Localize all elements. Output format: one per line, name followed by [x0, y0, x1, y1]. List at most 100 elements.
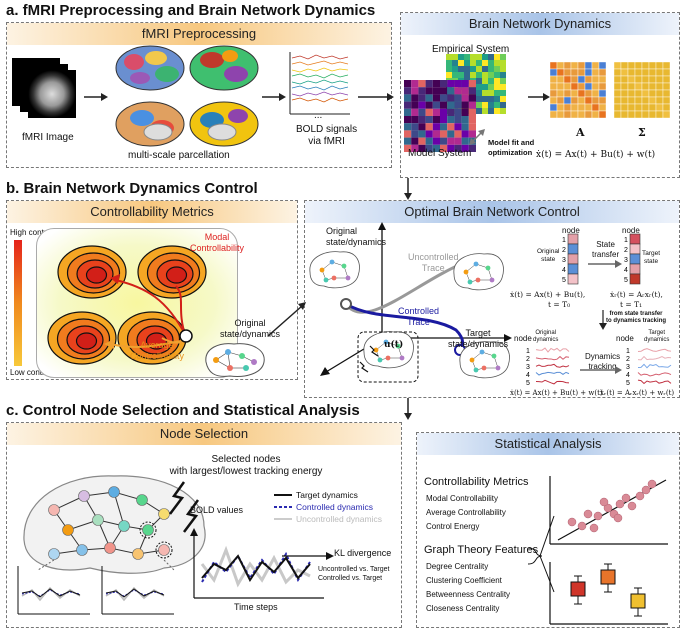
- A-matrix-cell: [563, 68, 572, 77]
- node-number: 4: [562, 267, 566, 274]
- matrix-cell: [447, 80, 455, 88]
- network-node: [48, 504, 60, 516]
- matrix-cell: [488, 108, 494, 114]
- matrix-cell: [476, 72, 482, 78]
- arrowhead: [104, 339, 114, 349]
- sigma-matrix-cell: [655, 103, 664, 112]
- bold-signals-label: BOLD signals via fMRI: [296, 124, 358, 147]
- sigma-matrix-cell: [613, 82, 622, 91]
- matrix-cell: [447, 101, 455, 109]
- from-to-label: from state transfer to dynamics tracking: [606, 311, 667, 324]
- uncontrolled-trace-label: Uncontrolled Trace: [408, 252, 459, 273]
- A-matrix-cell: [570, 96, 579, 105]
- network-node: [76, 544, 88, 556]
- matrix-cell: [454, 116, 462, 124]
- matrix-cell: [500, 84, 506, 90]
- bold-signals-plot: [289, 52, 350, 115]
- scatter-point: [613, 513, 623, 523]
- A-matrix-cell: [598, 75, 607, 84]
- sigma-matrix-cell: [634, 82, 643, 91]
- matrix-cell: [468, 87, 476, 95]
- matrix-cell: [454, 80, 462, 88]
- target-trace: [637, 363, 672, 369]
- matrix-cell: [411, 101, 419, 109]
- empirical-system-label: Empirical System: [432, 44, 510, 55]
- bold-trace-plot: [190, 528, 324, 599]
- matrix-cell: [425, 101, 433, 109]
- matrix-cell: [468, 80, 476, 88]
- sigma-matrix-cell: [634, 96, 643, 105]
- arrow-icon: [84, 93, 108, 101]
- matrix-cell: [440, 87, 448, 95]
- metric-item: Average Controllability: [426, 508, 506, 517]
- network-node: [142, 524, 154, 536]
- matrix-cell: [482, 78, 488, 84]
- scatter-point: [567, 517, 577, 527]
- matrix-cell: [432, 116, 440, 124]
- matrix-cell: [432, 123, 440, 131]
- sigma-matrix-cell: [613, 89, 622, 98]
- network-node: [489, 277, 495, 283]
- node-number: 4: [624, 267, 628, 274]
- sigma-matrix-cell: [620, 110, 629, 119]
- node-number: 3: [526, 364, 530, 371]
- matrix-cell: [454, 94, 462, 102]
- matrix-cell: [432, 94, 440, 102]
- matrix-cell: [482, 60, 488, 66]
- sigma-matrix-cell: [662, 96, 671, 105]
- A-matrix-cell: [584, 103, 593, 112]
- sigma-matrix-cell: [648, 110, 657, 119]
- sigma-matrix-cell: [662, 89, 671, 98]
- A-matrix-cell: [563, 89, 572, 98]
- node-number: 3: [626, 364, 630, 371]
- scatter-point: [635, 491, 645, 501]
- network-node: [385, 355, 391, 361]
- state-cell: [629, 263, 641, 275]
- sigma-matrix-cell: [627, 89, 636, 98]
- connector-line: [539, 515, 555, 557]
- eq-tracking-left: ẋ(t) = Ax(t) + Bu(t) + w(t): [510, 389, 603, 397]
- A-matrix-cell: [584, 110, 593, 119]
- matrix-cell: [500, 90, 506, 96]
- matrix-cell: [404, 101, 412, 109]
- state-cell: [567, 253, 579, 265]
- matrix-cell: [476, 78, 482, 84]
- matrix-cell: [461, 94, 469, 102]
- sigma-matrix-cell: [627, 68, 636, 77]
- uncontrolled-vs-target-label: Uncontrolled vs. Target: [318, 566, 390, 573]
- matrix-cell: [425, 144, 433, 152]
- eq-state-transfer-right: ẋᵣ(t) = Aᵣxᵣ(t),: [610, 290, 663, 299]
- arrowhead: [326, 552, 334, 560]
- fmri-preprocessing-title: fMRI Preprocessing: [7, 23, 391, 45]
- A-matrix-cell: [549, 110, 558, 119]
- graph-features-heading: Graph Theory Features: [424, 544, 539, 556]
- controllability-metrics-title: Controllability Metrics: [7, 201, 297, 223]
- graph-item: Degree Centrality: [426, 562, 489, 571]
- matrix-cell: [461, 137, 469, 145]
- matrix-cell: [418, 80, 426, 88]
- A-matrix-cell: [556, 68, 565, 77]
- matrix-cell: [452, 72, 458, 78]
- matrix-cell: [494, 72, 500, 78]
- statistical-analysis-title: Statistical Analysis: [417, 433, 679, 455]
- arrow-down-icon: [404, 398, 412, 420]
- matrix-cell: [461, 87, 469, 95]
- matrix-cell: [411, 130, 419, 138]
- energy-contours: [47, 245, 207, 365]
- uncontrolled-trace: [21, 586, 81, 602]
- matrix-cell: [476, 54, 482, 60]
- sigma-matrix-cell: [627, 61, 636, 70]
- matrix-cell: [425, 123, 433, 131]
- double-arrow-icon: [469, 129, 485, 145]
- matrix-cell: [446, 54, 452, 60]
- start-marker: [340, 298, 352, 310]
- matrix-cell: [446, 60, 452, 66]
- node-selection-title: Node Selection: [7, 423, 401, 445]
- sigma-matrix-cell: [620, 82, 629, 91]
- node-selection-panel: Node Selection: [6, 422, 402, 628]
- graph-item: Betweenness Centrality: [426, 590, 511, 599]
- matrix-cell: [425, 130, 433, 138]
- A-matrix-cell: [556, 103, 565, 112]
- scatter-point: [577, 521, 587, 531]
- matrix-cell: [470, 60, 476, 66]
